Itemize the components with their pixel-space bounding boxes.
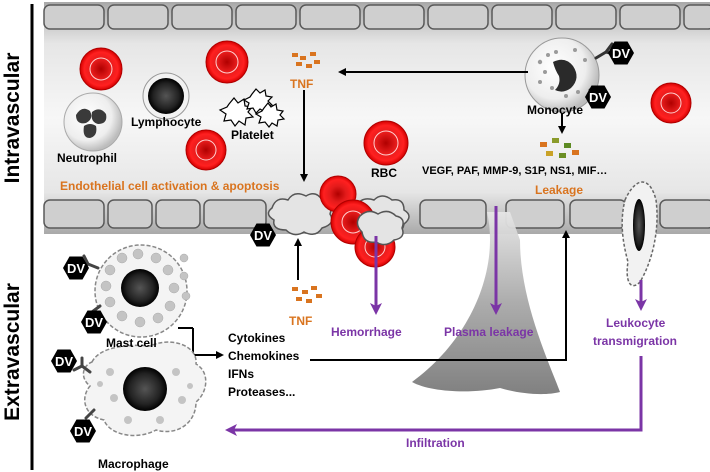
infiltration-label: Infiltration (406, 436, 465, 450)
dv-icon: DV (250, 223, 276, 247)
blood-vessel (43, 2, 710, 237)
process-labels: Endothelial cell activation & apoptosis … (60, 179, 677, 450)
lymphocyte (142, 72, 190, 120)
rbc (363, 120, 409, 166)
rbc (185, 129, 227, 171)
tnf-particles-bottom (292, 286, 322, 303)
region-labels: Intravascular Extravascular (1, 4, 34, 470)
rbc (205, 40, 249, 84)
tnf-top-label: TNF (290, 77, 313, 91)
svg-text:DV: DV (85, 315, 103, 330)
plasma-leakage-shape (412, 212, 560, 395)
dv-icon: DV (585, 85, 611, 109)
dv-icon: DV (81, 310, 107, 334)
mast-cell-label: Mast cell (106, 336, 157, 350)
macrophage (82, 341, 207, 437)
macrophage-label: Macrophage (98, 457, 169, 471)
platelet-label: Platelet (231, 128, 274, 142)
svg-text:DV: DV (55, 354, 73, 369)
mast-cell (94, 244, 191, 338)
dv-icon: DV (608, 41, 634, 65)
hemorrhage-label: Hemorrhage (331, 325, 402, 339)
svg-text:DV: DV (612, 46, 630, 61)
bottom-endothelium (43, 199, 710, 229)
rbc (650, 82, 692, 124)
rbc-highlights (89, 50, 682, 258)
vessel-lumen (44, 2, 710, 234)
plasma-leakage-label: Plasma leakage (444, 325, 534, 339)
tnf-bottom-label: TNF (289, 314, 312, 328)
dengue-virions: DV DV DV DV DV DV DV (51, 41, 634, 443)
platelet (218, 88, 286, 128)
neutrophil (63, 92, 123, 152)
secreted-item: Cytokines (228, 331, 286, 345)
monocyte-label: Monocyte (527, 103, 583, 117)
black-arrows (170, 68, 570, 379)
transmigrating-leukocyte (621, 181, 658, 287)
transmigration-label: transmigration (593, 334, 677, 348)
mediator-labels: TNF TNF VEGF, PAF, MMP-9, S1P, NS1, MIF… (289, 77, 607, 328)
leakage-label: Leakage (535, 183, 583, 197)
dv-icon: DV (70, 419, 96, 443)
secreted-mediators-list: Cytokines Chemokines IFNs Proteases... (228, 331, 300, 399)
top-endothelium (43, 4, 710, 30)
secreted-item: Chemokines (228, 349, 300, 363)
soluble-factor-particles (540, 138, 579, 158)
cell-labels: Neutrophil Lymphocyte Platelet Monocyte … (57, 103, 583, 471)
purple-arrows (225, 206, 647, 436)
rbc-label: RBC (371, 166, 397, 180)
extravascular-label: Extravascular (1, 283, 24, 421)
endothelial-activation-label: Endothelial cell activation & apoptosis (60, 179, 280, 193)
endothelium-gap-debris (356, 210, 404, 246)
svg-text:DV: DV (254, 228, 272, 243)
dv-icon: DV (63, 256, 89, 280)
neutrophil-label: Neutrophil (57, 151, 117, 165)
lymphocyte-label: Lymphocyte (131, 115, 202, 129)
svg-text:DV: DV (67, 261, 85, 276)
svg-text:DV: DV (74, 424, 92, 439)
tnf-particles-top (292, 52, 320, 68)
monocyte (524, 37, 600, 113)
svg-text:DV: DV (589, 90, 607, 105)
intravascular-label: Intravascular (1, 53, 24, 184)
soluble-factors-label: VEGF, PAF, MMP-9, S1P, NS1, MIF… (422, 165, 607, 177)
secreted-item: IFNs (228, 367, 254, 381)
dv-icon: DV (51, 349, 77, 373)
leukocyte-label: Leukocyte (606, 316, 666, 330)
macrophage-receptor (72, 356, 96, 420)
rbc (79, 47, 123, 91)
secreted-item: Proteases... (228, 385, 295, 399)
